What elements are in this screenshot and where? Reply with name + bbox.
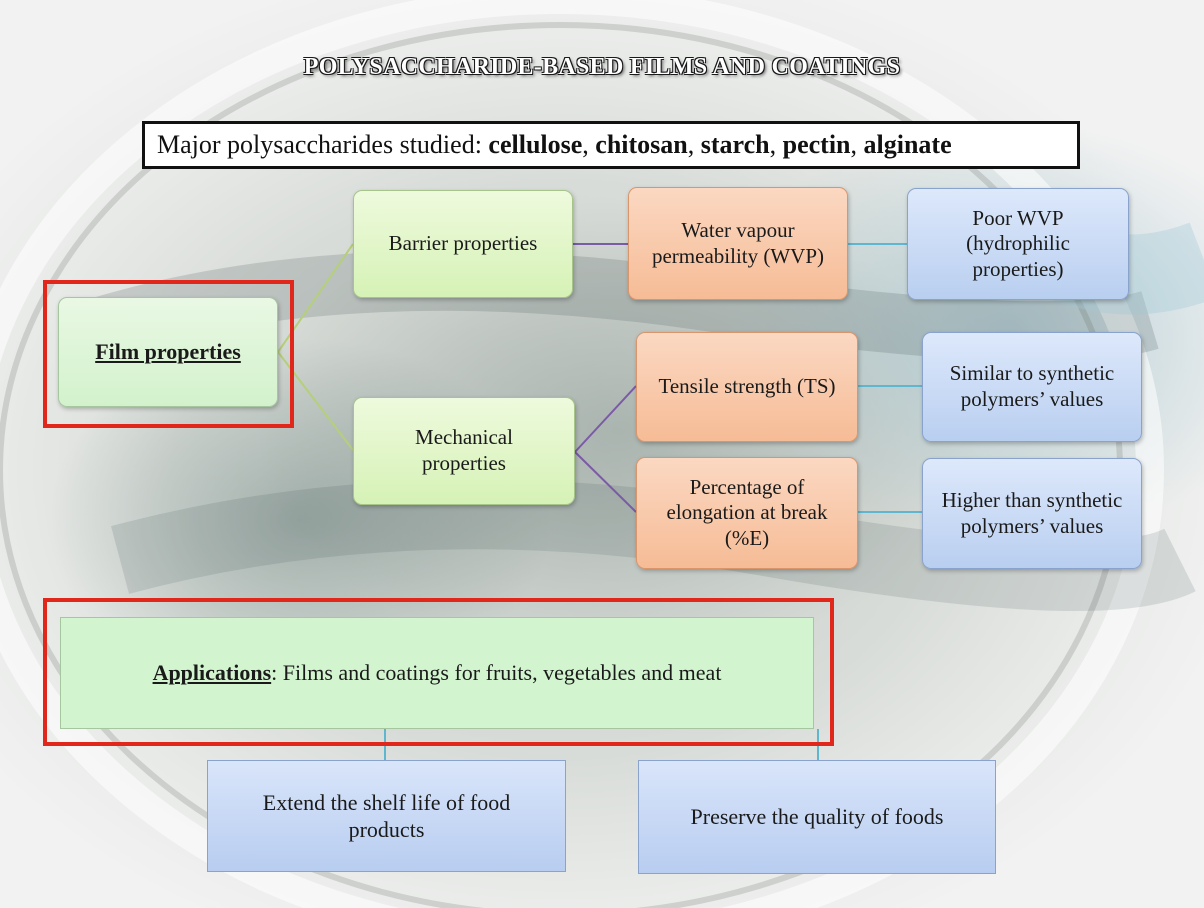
applications-text: : Films and coatings for fruits, vegetab… xyxy=(271,660,722,685)
separator: , xyxy=(850,130,864,159)
applications-highlight xyxy=(43,598,834,746)
polysaccharide-cellulose: cellulose xyxy=(488,130,583,159)
node-film-properties-label: Film properties xyxy=(95,338,241,364)
film-properties-highlight xyxy=(43,280,294,428)
separator: , xyxy=(582,130,596,159)
node-film-properties: Film properties xyxy=(58,297,278,407)
polysaccharide-chitosan: chitosan xyxy=(595,130,688,159)
connector-mechanical-ts xyxy=(574,385,637,453)
separator: , xyxy=(769,130,783,159)
benefit-preserve-quality: Preserve the quality of foods xyxy=(638,760,996,874)
slide-title: POLYSACCHARIDE-BASED FILMS AND COATINGS xyxy=(303,54,901,80)
polysaccharide-pectin: pectin xyxy=(782,130,851,159)
node-tensile-strength: Tensile strength (TS) xyxy=(636,332,858,442)
node-barrier-properties: Barrier properties xyxy=(353,190,573,298)
node-mechanical-properties: Mechanical properties xyxy=(353,397,575,505)
polysaccharide-starch: starch xyxy=(700,130,770,159)
benefit-extend-shelf-life: Extend the shelf life of food products xyxy=(207,760,566,872)
node-elongation: Percentage of elongation at break (%E) xyxy=(636,457,858,569)
node-wvp-result: Poor WVP (hydrophilic properties) xyxy=(907,188,1129,300)
connector-mechanical-elongation xyxy=(574,451,637,513)
applications-label: Applications xyxy=(152,660,272,685)
node-elongation-result: Higher than synthetic polymers’ values xyxy=(922,458,1142,569)
applications-box: Applications: Films and coatings for fru… xyxy=(60,617,814,729)
node-ts-result: Similar to synthetic polymers’ values xyxy=(922,332,1142,442)
node-wvp: Water vapour permeability (WVP) xyxy=(628,187,848,300)
major-polysaccharides-box: Major polysaccharides studied: cellulose… xyxy=(142,121,1080,169)
major-prefix: Major polysaccharides studied: xyxy=(157,130,489,159)
polysaccharide-alginate: alginate xyxy=(863,130,952,159)
separator: , xyxy=(687,130,701,159)
